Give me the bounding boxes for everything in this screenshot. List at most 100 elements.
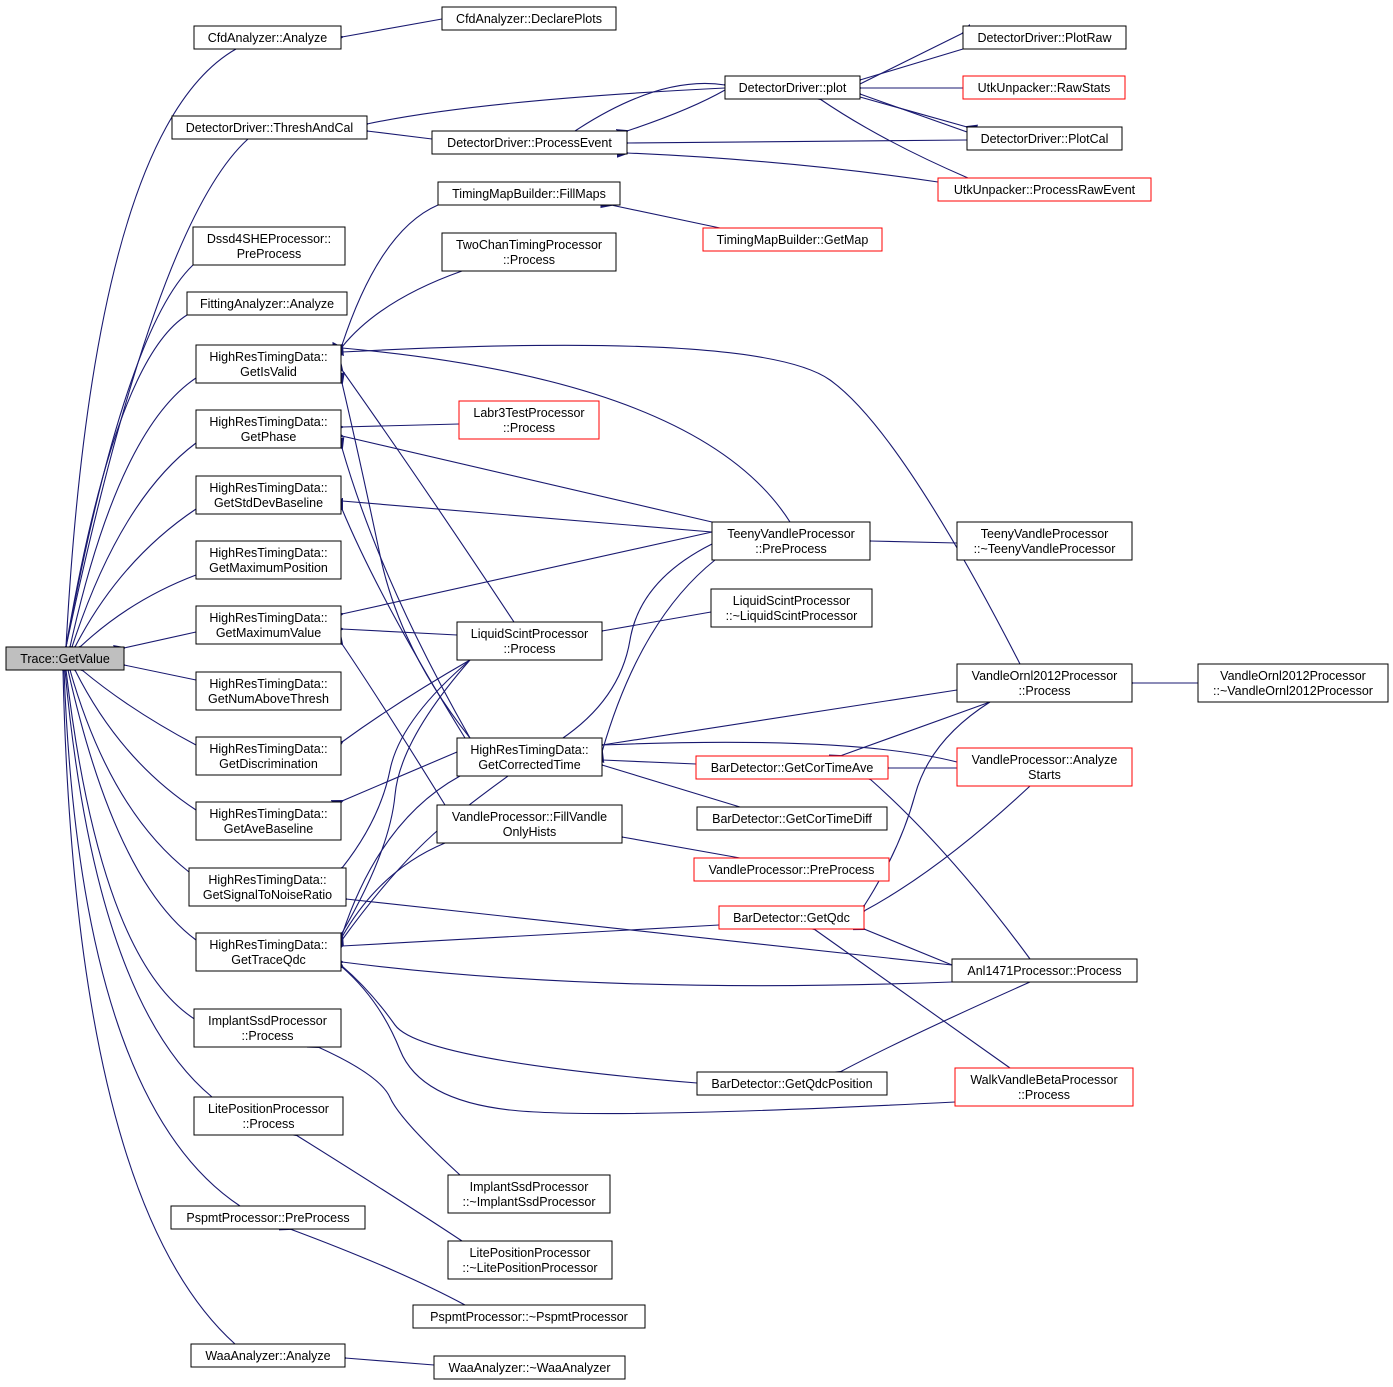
- edge-line: [66, 264, 194, 647]
- node-detectordriver-plot[interactable]: DetectorDriver::plot: [724, 75, 861, 100]
- node-highrestimingdata-getsignaltonoiseratio[interactable]: HighResTimingData::GetSignalToNoiseRatio: [188, 867, 347, 907]
- node-box: [937, 177, 1152, 202]
- node-highrestimingdata-getnumabovethresh[interactable]: HighResTimingData::GetNumAboveThresh: [195, 671, 342, 711]
- node-detectordriver-plotraw[interactable]: DetectorDriver::PlotRaw: [962, 25, 1127, 50]
- node-highrestimingdata-getstddevbaseline[interactable]: HighResTimingData::GetStdDevBaseline: [195, 475, 342, 515]
- edge-line: [342, 370, 515, 623]
- node-bardetector-getcortimediff[interactable]: BarDetector::GetCorTimeDiff: [696, 806, 888, 831]
- node-label: ::Process: [1018, 1088, 1070, 1102]
- node-liquidscintprocessor-process[interactable]: LiquidScintProcessor::Process: [456, 621, 603, 661]
- node-dssd4sheprocessor-preprocess[interactable]: Dssd4SHEProcessor::PreProcess: [192, 226, 346, 266]
- node-label: BarDetector::GetQdc: [733, 911, 850, 925]
- node-label: ::Process: [241, 1029, 293, 1043]
- node-label: FittingAnalyzer::Analyze: [200, 297, 334, 311]
- node-detectordriver-threshandcal[interactable]: DetectorDriver::ThreshAndCal: [171, 115, 368, 140]
- node-highrestimingdata-getisvalid[interactable]: HighResTimingData::GetIsValid: [195, 344, 342, 384]
- node-teenyvandleprocessor-preprocess[interactable]: TeenyVandleProcessor::PreProcess: [711, 521, 871, 561]
- node-utkunpacker-rawstats[interactable]: UtkUnpacker::RawStats: [962, 75, 1126, 100]
- edge-n20-calls-n21: [574, 83, 725, 132]
- node-liquidscintprocessor-liquidscintprocessor[interactable]: LiquidScintProcessor::~LiquidScintProces…: [710, 588, 873, 628]
- node-label: DetectorDriver::plot: [739, 81, 847, 95]
- edge-n26-calls-n5: [342, 383, 471, 739]
- edge-line: [859, 33, 963, 85]
- edge-n15-calls-n0: [66, 670, 197, 1021]
- edge-line: [342, 383, 471, 739]
- edge-n25-calls-n9: [342, 629, 458, 636]
- node-twochantimingprocessor-process[interactable]: TwoChanTimingProcessor::Process: [441, 232, 617, 272]
- node-bardetector-getqdc[interactable]: BarDetector::GetQdc: [718, 905, 865, 930]
- edge-n33-calls-n6: [342, 436, 713, 523]
- node-pspmtprocessor-preprocess[interactable]: PspmtProcessor::PreProcess: [170, 1205, 366, 1230]
- edge-line: [840, 981, 1031, 1072]
- node-waaanalyzer-waaanalyzer[interactable]: WaaAnalyzer::~WaaAnalyzer: [433, 1355, 626, 1380]
- node-label: TeenyVandleProcessor: [727, 527, 855, 541]
- edge-n44-calls-n33: [870, 541, 958, 543]
- node-litepositionprocessor-process[interactable]: LitePositionProcessor::Process: [193, 1096, 344, 1136]
- node-vandleprocessor-preprocess[interactable]: VandleProcessor::PreProcess: [693, 857, 890, 882]
- edge-n23-calls-n5: [342, 270, 463, 347]
- node-label: BarDetector::GetCorTimeAve: [711, 761, 874, 775]
- edge-line: [75, 508, 197, 647]
- edge-line: [342, 967, 956, 1115]
- edge-n48-calls-n38: [814, 929, 1011, 1069]
- node-box: [711, 521, 871, 561]
- edge-line: [75, 670, 197, 811]
- node-walkvandlebetaprocessor-process[interactable]: WalkVandleBetaProcessor::Process: [954, 1067, 1134, 1107]
- node-detectordriver-plotcal[interactable]: DetectorDriver::PlotCal: [966, 126, 1123, 151]
- node-labr3testprocessor-process[interactable]: Labr3TestProcessor::Process: [458, 400, 600, 440]
- node-highrestimingdata-getavebaseline[interactable]: HighResTimingData::GetAveBaseline: [195, 801, 342, 841]
- node-label: Starts: [1028, 768, 1061, 782]
- node-teenyvandleprocessor-teenyvandleprocessor[interactable]: TeenyVandleProcessor::~TeenyVandleProces…: [956, 521, 1133, 561]
- node-timingmapbuilder-fillmaps[interactable]: TimingMapBuilder::FillMaps: [437, 181, 621, 206]
- node-vandleornl2012processor-process[interactable]: VandleOrnl2012Processor::Process: [956, 663, 1133, 703]
- edge-n45-calls-n26: [602, 689, 958, 745]
- node-timingmapbuilder-getmap[interactable]: TimingMapBuilder::GetMap: [702, 227, 883, 252]
- node-utkunpacker-processrawevent[interactable]: UtkUnpacker::ProcessRawEvent: [937, 177, 1152, 202]
- edge-n34-calls-n25: [602, 611, 712, 631]
- node-vandleornl2012processor-vandleornl2012processor[interactable]: VandleOrnl2012Processor::~VandleOrnl2012…: [1197, 663, 1389, 703]
- node-trace-getvalue[interactable]: Trace::GetValue: [5, 646, 125, 671]
- edge-n32-calls-n22: [611, 205, 721, 229]
- node-label: WaaAnalyzer::Analyze: [205, 1349, 330, 1363]
- node-highrestimingdata-gettraceqdc[interactable]: HighResTimingData::GetTraceQdc: [195, 932, 342, 972]
- node-implantssdprocessor-implantssdprocessor[interactable]: ImplantSsdProcessor::~ImplantSsdProcesso…: [447, 1174, 611, 1214]
- node-fittinganalyzer-analyze[interactable]: FittingAnalyzer::Analyze: [186, 291, 348, 316]
- node-box: [188, 867, 347, 907]
- node-cfdanalyzer-declareplots[interactable]: CfdAnalyzer::DeclarePlots: [441, 6, 617, 31]
- node-label: HighResTimingData::: [209, 350, 327, 364]
- edge-line: [342, 531, 713, 614]
- node-implantssdprocessor-process[interactable]: ImplantSsdProcessor::Process: [193, 1008, 342, 1048]
- node-highrestimingdata-getmaximumposition[interactable]: HighResTimingData::GetMaximumPosition: [195, 540, 342, 580]
- node-cfdanalyzer-analyze[interactable]: CfdAnalyzer::Analyze: [193, 25, 342, 50]
- node-highrestimingdata-getdiscrimination[interactable]: HighResTimingData::GetDiscrimination: [195, 736, 342, 776]
- node-bardetector-getcortimeave[interactable]: BarDetector::GetCorTimeAve: [695, 755, 889, 780]
- node-label: TwoChanTimingProcessor: [456, 238, 602, 252]
- edge-n8-calls-n0: [80, 574, 197, 647]
- node-layer: Trace::GetValueCfdAnalyzer::AnalyzeDetec…: [5, 6, 1389, 1380]
- node-box: [436, 804, 623, 844]
- node-detectordriver-processevent[interactable]: DetectorDriver::ProcessEvent: [431, 130, 628, 155]
- edge-line: [342, 644, 446, 806]
- node-label: GetNumAboveThresh: [208, 692, 329, 706]
- edge-line: [622, 837, 741, 859]
- edge-n26-calls-n12: [342, 751, 458, 801]
- node-box: [1197, 663, 1389, 703]
- edge-n5-calls-n0: [70, 377, 197, 647]
- node-bardetector-getqdcposition[interactable]: BarDetector::GetQdcPosition: [696, 1071, 888, 1096]
- edge-n33-calls-n9: [342, 531, 713, 614]
- node-waaanalyzer-analyze[interactable]: WaaAnalyzer::Analyze: [190, 1343, 346, 1368]
- node-label: GetDiscrimination: [219, 757, 318, 771]
- node-pspmtprocessor-pspmtprocessor[interactable]: PspmtProcessor::~PspmtProcessor: [412, 1304, 646, 1329]
- node-box: [702, 227, 883, 252]
- edge-n33-calls-n7: [342, 501, 713, 533]
- node-litepositionprocessor-litepositionprocessor[interactable]: LitePositionProcessor::~LitePositionProc…: [447, 1240, 613, 1280]
- edge-n21-calls-n42: [859, 96, 967, 127]
- node-anl1471processor-process[interactable]: Anl1471Processor::Process: [951, 958, 1138, 983]
- node-highrestimingdata-getcorrectedtime[interactable]: HighResTimingData::GetCorrectedTime: [456, 737, 603, 777]
- node-label: PspmtProcessor::PreProcess: [186, 1211, 349, 1225]
- node-box: [695, 755, 889, 780]
- node-highrestimingdata-getphase[interactable]: HighResTimingData::GetPhase: [195, 409, 342, 449]
- node-highrestimingdata-getmaximumvalue[interactable]: HighResTimingData::GetMaximumValue: [195, 605, 342, 645]
